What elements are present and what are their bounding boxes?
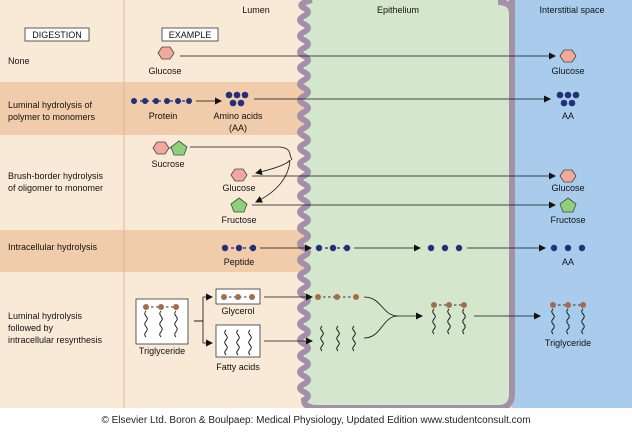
protein-bead <box>175 98 181 104</box>
glucose-label-lumen: Glucose <box>148 66 181 76</box>
aa-bead-interstitial <box>572 91 580 99</box>
footer-background <box>0 408 632 430</box>
glycerol-bead-cell <box>353 294 359 300</box>
glycerol-label: Glycerol <box>221 306 254 316</box>
triglyceride-interstitial <box>550 302 586 335</box>
amino-acid-bead <box>237 99 245 107</box>
fatty-acids-box <box>215 324 261 358</box>
triglyceride-label-interstitial: Triglyceride <box>545 338 591 348</box>
fructose-label-brush: Fructose <box>221 215 256 225</box>
protein-label: Protein <box>149 111 178 121</box>
sucrose-label: Sucrose <box>151 159 184 169</box>
row-brush-label-2: of oligomer to monomer <box>8 183 103 193</box>
aa-bead-interstitial <box>556 91 564 99</box>
protein-bead <box>186 98 192 104</box>
peptide-bead-cell <box>315 244 323 252</box>
basolateral-membrane <box>497 0 515 411</box>
glucose-label-interstitial: Glucose <box>551 66 584 76</box>
amino-acid-bead <box>229 99 237 107</box>
row-brush-label-1: Brush-border hydrolysis <box>8 171 104 181</box>
aa-bead-interstitial-row4 <box>578 244 586 252</box>
aa-bead-interstitial-row4 <box>564 244 572 252</box>
row-resynth-label-2: followed by <box>8 323 54 333</box>
fructose-label-interstitial: Fructose <box>550 215 585 225</box>
sucrose-glucose-hexagon <box>152 141 170 155</box>
row-luminal-label-2: polymer to monomers <box>8 112 96 122</box>
row-luminal-label-1: Luminal hydrolysis of <box>8 100 93 110</box>
glucose-hexagon-interstitial <box>559 49 577 63</box>
fatty-acids-cell <box>320 325 356 352</box>
arrow-brush-to-fructose <box>255 159 291 203</box>
interstitial-header: Interstitial space <box>539 5 604 15</box>
digestion-header-box <box>24 27 90 42</box>
row-intracellular-label: Intracellular hydrolysis <box>8 242 98 252</box>
row-none-label: None <box>8 56 30 66</box>
glucose-hexagon-interstitial-2 <box>559 169 577 183</box>
fructose-pentagon-brush <box>230 197 248 213</box>
protein-bead <box>164 98 170 104</box>
protein-bead <box>153 98 159 104</box>
aa-bead-cell <box>427 244 435 252</box>
glucose-label-brush: Glucose <box>222 183 255 193</box>
peptide-bead-cell <box>343 244 351 252</box>
footer-credit: © Elsevier Ltd. Boron & Boulpaep: Medica… <box>101 415 530 426</box>
amino-acid-bead <box>225 91 233 99</box>
fatty-acids-lumen <box>224 329 252 356</box>
aa-bead-interstitial <box>560 99 568 107</box>
aa-bead-interstitial <box>568 99 576 107</box>
fatty-acids-label: Fatty acids <box>216 362 260 372</box>
glucose-hexagon-brush <box>230 168 248 182</box>
fructose-pentagon-interstitial <box>559 197 577 213</box>
protein-bead <box>131 98 137 104</box>
peptide-bead-cell <box>329 244 337 252</box>
amino-acids-label-1: Amino acids <box>213 111 263 121</box>
glycerol-bead <box>249 294 255 300</box>
glucose-label-interstitial-2: Glucose <box>551 183 584 193</box>
epithelium-background <box>305 0 512 408</box>
amino-acids-label-2: (AA) <box>229 123 247 133</box>
arrow-brush-to-glucose <box>255 159 291 176</box>
glycerol-bead-cell <box>315 294 321 300</box>
arrow-resynthesis-merge-bottom <box>363 315 399 339</box>
aa-label-interstitial: AA <box>562 111 574 121</box>
example-header-box <box>161 27 219 42</box>
peptide-label: Peptide <box>224 257 255 267</box>
row-resynth-label-1: Luminal hydrolysis <box>8 311 83 321</box>
glycerol-bead-cell <box>334 294 340 300</box>
triglyceride-label-lumen: Triglyceride <box>139 346 185 356</box>
digestion-header: DIGESTION <box>32 30 82 40</box>
example-header: EXAMPLE <box>169 30 212 40</box>
basal-top-curve <box>497 0 515 15</box>
glucose-hexagon <box>157 46 175 60</box>
band-luminal <box>0 82 305 135</box>
triglyceride-lumen <box>143 304 179 338</box>
aa-bead-cell <box>455 244 463 252</box>
peptide-bead <box>221 244 229 252</box>
triglyceride-cell <box>431 302 467 335</box>
glycerol-bead <box>235 294 241 300</box>
aa-bead-interstitial <box>564 91 572 99</box>
aa-bead-interstitial-row4 <box>550 244 558 252</box>
aa-label-interstitial-row4: AA <box>562 257 574 267</box>
peptide-bead <box>249 244 257 252</box>
sucrose-fructose-pentagon <box>170 140 188 156</box>
lumen-header: Lumen <box>242 5 270 15</box>
arrow-sucrose-to-brush-border <box>190 146 293 161</box>
peptide-bead <box>235 244 243 252</box>
amino-acid-bead <box>241 91 249 99</box>
amino-acid-bead <box>233 91 241 99</box>
band-intracellular <box>0 230 305 272</box>
arrow-to-fatty-acids <box>194 320 213 347</box>
epithelium-header: Epithelium <box>377 5 419 15</box>
protein-bead <box>142 98 148 104</box>
glycerol-bead <box>221 294 227 300</box>
row-resynth-label-3: intracellular resynthesis <box>8 335 103 345</box>
arrow-resynthesis-merge-top <box>363 296 399 317</box>
aa-bead-cell <box>441 244 449 252</box>
